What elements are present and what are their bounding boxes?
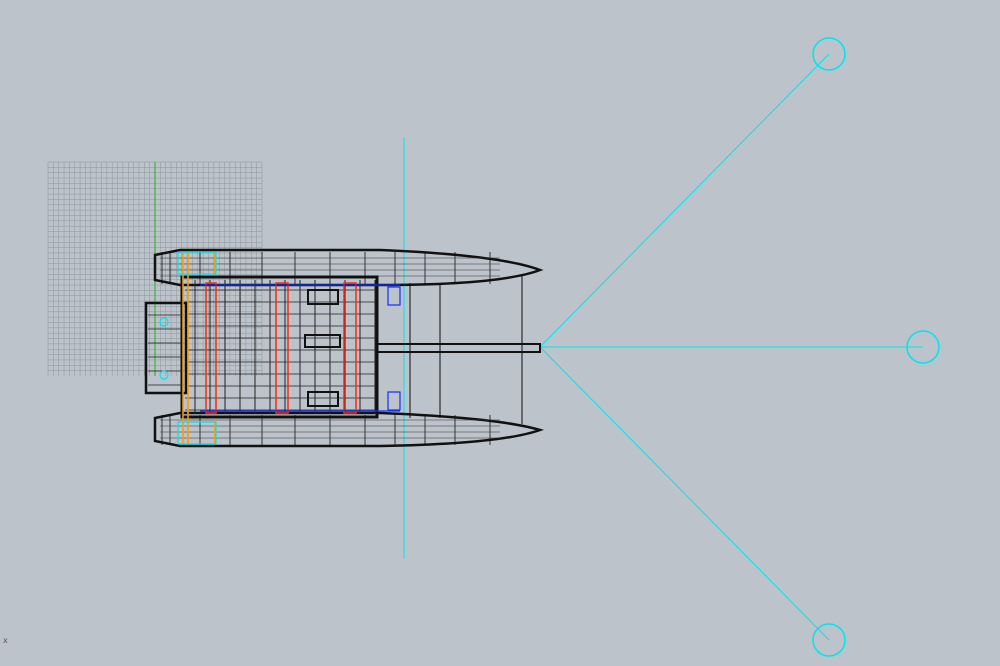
hull-top — [153, 248, 544, 287]
cyan-markers — [159, 251, 217, 445]
light-target-right[interactable] — [906, 330, 940, 364]
hull-bottom — [153, 411, 545, 448]
light-target-bottom[interactable] — [812, 623, 846, 657]
forward-beam — [377, 343, 541, 353]
helm-console — [304, 334, 341, 348]
orange-transom — [182, 252, 216, 444]
light-target-top[interactable] — [812, 37, 846, 71]
catamaran-model[interactable] — [144, 248, 545, 448]
red-frames — [205, 282, 357, 414]
light-guides[interactable] — [403, 37, 940, 657]
hatch-top — [307, 289, 339, 305]
guide-line-top[interactable] — [539, 53, 830, 348]
stern-platform — [144, 301, 188, 395]
blue-outline — [200, 284, 401, 412]
bridge-deck — [180, 275, 379, 419]
hatch-bottom — [307, 391, 339, 407]
axis-indicator-x: x — [3, 636, 8, 645]
guide-line-bottom[interactable] — [539, 346, 830, 641]
